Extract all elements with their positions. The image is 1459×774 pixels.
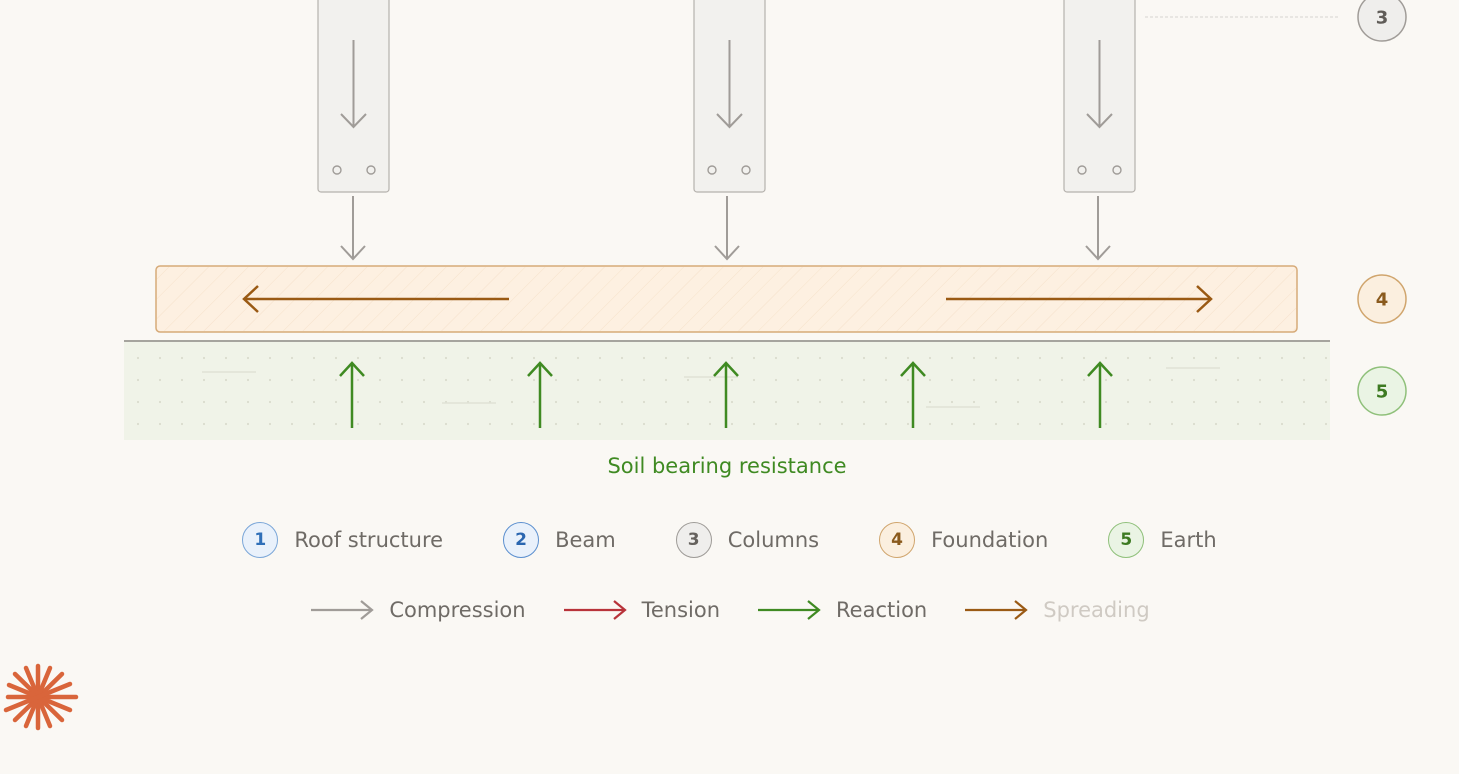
legend-badge-1: 1	[242, 522, 279, 558]
legend-label-columns: Columns	[727, 528, 820, 552]
starburst-logo-icon	[3, 663, 79, 731]
legend-badge-4: 4	[879, 522, 916, 558]
arrow-label-compression: Compression	[389, 598, 526, 622]
callout-4-number: 4	[1376, 290, 1389, 311]
tension-arrow-icon	[563, 600, 627, 620]
arrow-label-spreading: Spreading	[1043, 598, 1150, 622]
arrow-label-reaction: Reaction	[836, 598, 928, 622]
legend-item-earth: 5 Earth	[1108, 522, 1217, 558]
arrow-key-tension: Tension	[562, 598, 720, 622]
callout-3-number: 3	[1376, 8, 1389, 29]
legend-label-beam: Beam	[555, 528, 616, 552]
legend-item-foundation: 4 Foundation	[879, 522, 1048, 558]
spreading-arrow-right	[946, 285, 1213, 313]
callout-3-badge: 3	[1357, 0, 1407, 42]
spreading-arrow-left	[242, 285, 509, 313]
legend-item-columns: 3 Columns	[675, 522, 820, 558]
callout-5-number: 5	[1376, 382, 1389, 403]
arrow-legend: Compression Tension Reaction Spreading	[0, 598, 1459, 622]
legend-label-roof: Roof structure	[294, 528, 444, 552]
reaction-arrow-icon	[758, 600, 821, 620]
arrow-key-reaction: Reaction	[756, 598, 927, 622]
column-center	[693, 0, 766, 193]
column-left	[317, 0, 390, 193]
reaction-arrows	[339, 361, 1113, 428]
legend-badge-5: 5	[1108, 522, 1145, 558]
spreading-arrow-icon	[965, 600, 1028, 620]
legend-item-roof: 1 Roof structure	[242, 522, 443, 558]
foundation	[155, 265, 1298, 333]
callout-5-badge: 5	[1357, 366, 1407, 416]
legend-badge-3: 3	[675, 522, 712, 558]
compression-arrow-icon	[311, 600, 375, 620]
component-legend: 1 Roof structure 2 Beam 3 Columns 4 Foun…	[0, 522, 1459, 558]
legend-label-earth: Earth	[1160, 528, 1217, 552]
compression-arrows	[340, 196, 1111, 261]
load-path-diagram: Soil bearing resistance 3 4 5	[124, 0, 1407, 478]
column-right	[1063, 0, 1136, 193]
callout-4-badge: 4	[1357, 274, 1407, 324]
legend-item-beam: 2 Beam	[503, 522, 616, 558]
arrow-label-tension: Tension	[641, 598, 721, 622]
legend-badge-2: 2	[503, 522, 540, 558]
legend-label-foundation: Foundation	[931, 528, 1049, 552]
arrow-key-compression: Compression	[309, 598, 526, 622]
arrow-key-spreading: Spreading	[963, 598, 1150, 622]
earth	[124, 340, 1330, 440]
soil-bearing-label: Soil bearing resistance	[607, 454, 846, 478]
